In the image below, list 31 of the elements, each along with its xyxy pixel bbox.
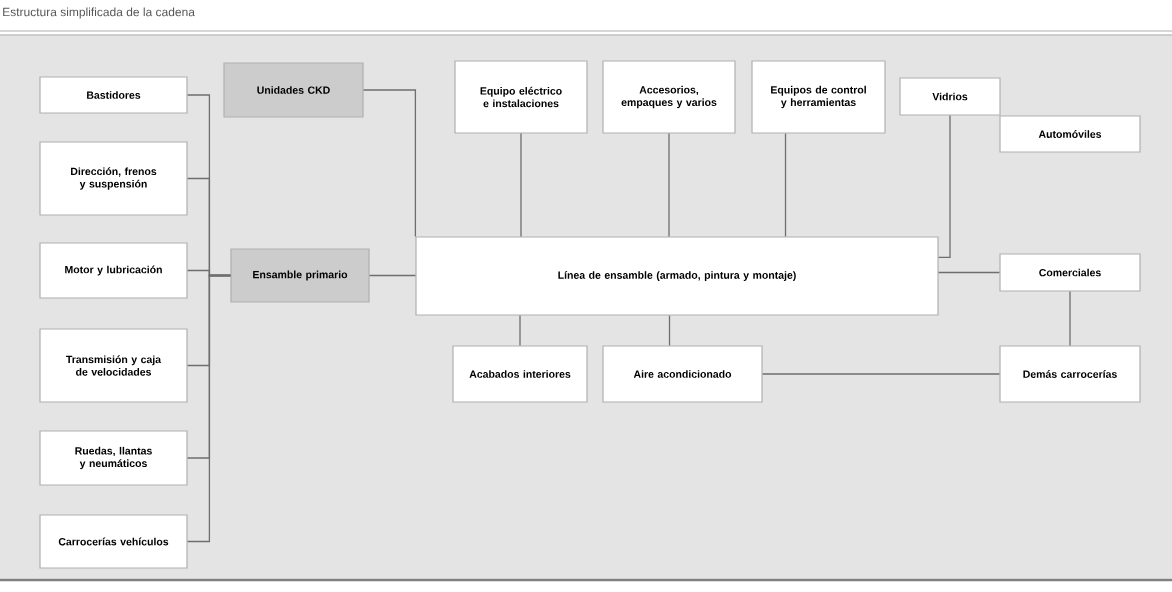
component-box: Motor y lubricación — [39, 242, 188, 299]
connector-line — [362, 89, 417, 238]
component-box: Dirección, frenos y suspensión — [39, 141, 188, 216]
component-box: Accesorios, empaques y varios — [602, 60, 736, 134]
component-box: Comerciales — [999, 253, 1141, 292]
component-box: Transmisión y caja de velocidades — [39, 328, 188, 403]
connector-line — [761, 373, 1001, 375]
assembly-box: Ensamble primario — [230, 248, 370, 303]
assembly-box: Unidades CKD — [223, 62, 364, 118]
connector-line — [368, 274, 417, 277]
component-box: Acabados interiores — [452, 345, 588, 403]
component-box: Equipos de control y herramientas — [751, 60, 886, 134]
component-box: Aire acondicionado — [602, 345, 763, 403]
title: Estructura simplificada de la cadena — [3, 7, 195, 19]
connector-line — [784, 132, 787, 238]
connector-line — [937, 271, 1001, 274]
connector-line — [1069, 290, 1071, 347]
connector-line — [668, 314, 671, 347]
connector-line — [519, 314, 521, 347]
connector-line — [520, 132, 522, 238]
component-box: Vidrios — [899, 77, 1001, 116]
component-box: Bastidores — [39, 76, 188, 114]
connector-line — [186, 274, 232, 543]
component-box: Equipo eléctrico e instalaciones — [454, 60, 588, 134]
component-box: Línea de ensamble (armado, pintura y montaje) — [415, 236, 939, 316]
connector-line — [668, 132, 670, 238]
component-box: Ruedas, llantas y neumáticos — [39, 430, 188, 486]
component-box: Automóviles — [999, 115, 1141, 153]
component-box: Carrocerías vehículos — [39, 514, 188, 569]
connector-line — [937, 114, 951, 259]
component-box: Demás carrocerías — [999, 345, 1141, 403]
